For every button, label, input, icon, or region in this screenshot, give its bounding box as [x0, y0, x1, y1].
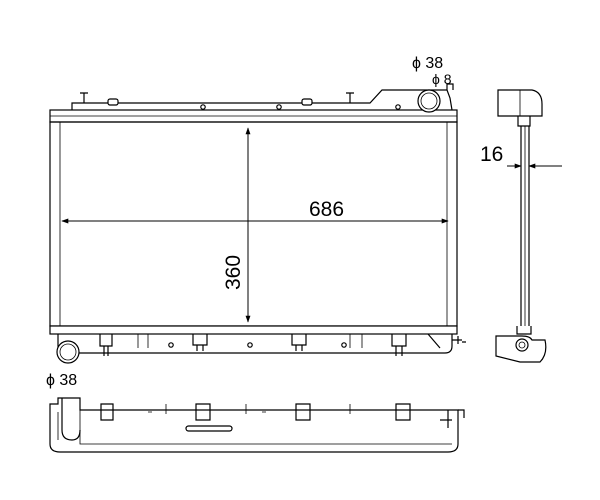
radiator-bottom-view [49, 397, 465, 453]
radiator-core [49, 121, 458, 327]
height-label: 360 [222, 255, 245, 290]
thickness-label: 16 [480, 143, 503, 166]
inlet-diameter-label: ϕ 38 [412, 55, 443, 72]
radiator-front-view [49, 83, 466, 364]
radiator-side-view [495, 89, 562, 363]
outlet-diameter-label: ϕ 38 [46, 372, 77, 389]
bleed-diameter-label: ϕ 8 [432, 71, 452, 87]
bottom-tank [49, 325, 466, 356]
top-tank [49, 83, 458, 123]
width-label: 686 [309, 198, 344, 221]
